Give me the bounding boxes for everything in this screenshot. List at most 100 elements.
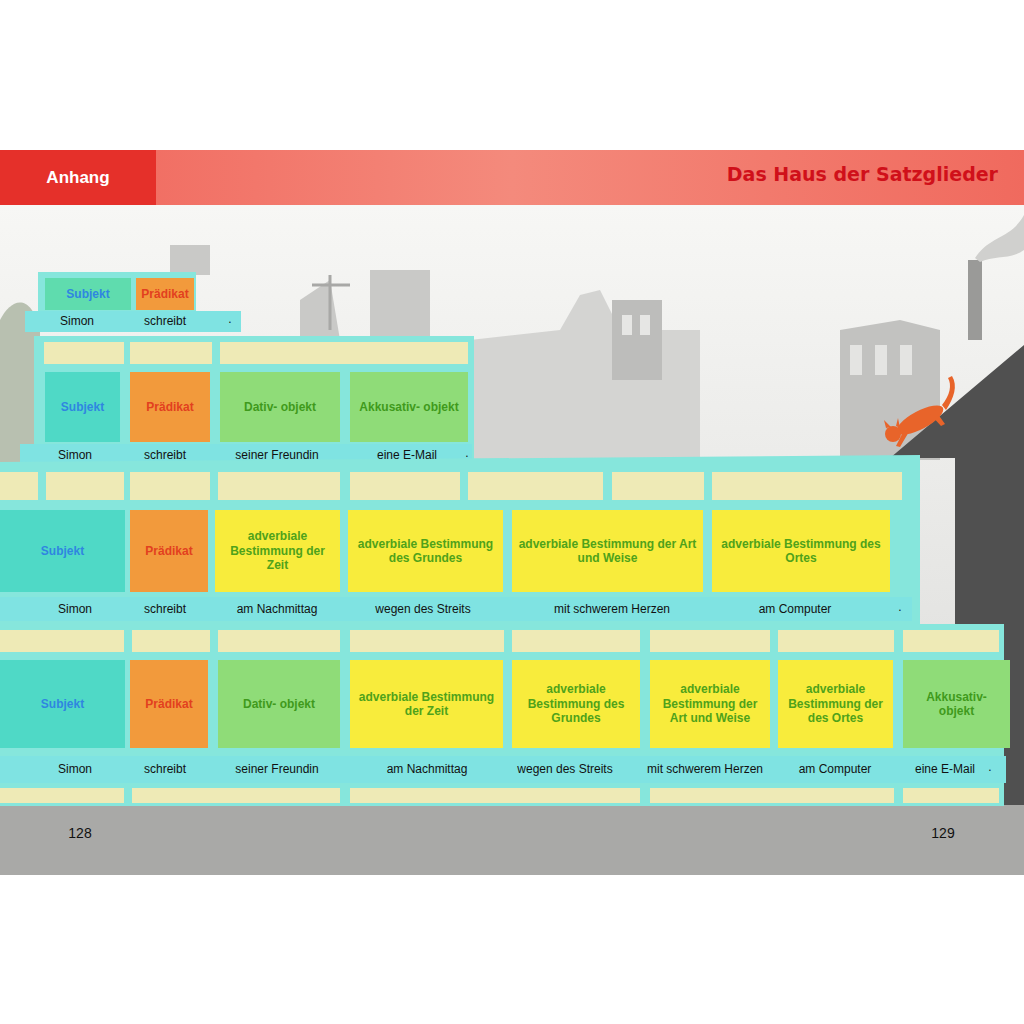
ruin-window	[622, 315, 632, 335]
sentence-word: am Computer	[759, 602, 832, 616]
brick	[650, 630, 770, 652]
satzglied-box: Prädikat	[130, 372, 210, 442]
ruin	[370, 270, 430, 340]
brick	[778, 630, 894, 652]
mortar	[0, 455, 920, 624]
page-number: 128	[68, 825, 91, 841]
satzglied-box: adverbiale Bestimmung der des Ortes	[778, 660, 893, 748]
satzglied-box: Dativ- objekt	[220, 372, 340, 442]
satzglied-name: Prädikat	[145, 697, 192, 711]
sentence-word: mit schwerem Herzen	[647, 762, 763, 776]
header-tab	[0, 150, 156, 205]
brick	[650, 788, 894, 803]
brick	[350, 472, 460, 500]
satzglied-box: Subjekt	[45, 372, 120, 442]
sentence-word: am Nachmittag	[237, 602, 318, 616]
brick	[46, 472, 124, 500]
satzglied-box: adverbiale Bestimmung des Grundes	[512, 660, 640, 748]
satzglied-box: adverbiale Bestimmung der Art und Weise	[650, 660, 770, 748]
satzglied-name: Akkusativ- objekt	[907, 690, 1006, 719]
satzglied-name: adverbiale Bestimmung des Grundes	[516, 682, 636, 725]
sentence-word: am Computer	[799, 762, 872, 776]
sentence-word: mit schwerem Herzen	[554, 602, 670, 616]
sentence-word: schreibt	[144, 448, 186, 462]
satzglied-name: Subjekt	[41, 544, 84, 558]
sentence-word: Simon	[58, 762, 92, 776]
satzglied-box: Prädikat	[136, 278, 194, 310]
ruin-window	[875, 345, 887, 375]
sentence-word: seiner Freundin	[235, 448, 318, 462]
ruin	[470, 290, 700, 460]
header-band	[0, 150, 1024, 205]
satzglied-name: Prädikat	[145, 544, 192, 558]
satzglied-box: adverbiale Bestimmung des Grundes	[348, 510, 503, 592]
sentence-word: schreibt	[144, 314, 186, 328]
section-tab: Anhang	[46, 168, 109, 188]
satzglied-name: Dativ- objekt	[243, 697, 315, 711]
satzglied-name: Akkusativ- objekt	[359, 400, 458, 414]
brick	[903, 788, 999, 803]
brick	[712, 472, 902, 500]
sentence-word: .	[228, 312, 231, 326]
sentence-word: seiner Freundin	[235, 762, 318, 776]
word-strip	[25, 311, 241, 332]
sentence-word: eine E-Mail	[915, 762, 975, 776]
sentence-word: Simon	[58, 448, 92, 462]
satzglied-box: Prädikat	[130, 510, 208, 592]
satzglied-name: Subjekt	[66, 287, 109, 301]
brick	[903, 630, 999, 652]
brick	[0, 788, 124, 803]
ruin-window	[900, 345, 912, 375]
sentence-word: eine E-Mail	[377, 448, 437, 462]
cat-ears	[884, 418, 900, 428]
satzglied-name: adverbiale Bestimmung des Grundes	[352, 537, 499, 566]
brick	[350, 788, 640, 803]
brick	[130, 472, 210, 500]
smoke	[975, 215, 1024, 262]
brick	[218, 630, 340, 652]
ruin-window	[850, 345, 862, 375]
sky	[0, 205, 1024, 810]
brick	[468, 472, 603, 500]
satzglied-name: adverbiale Bestimmung der Art und Weise	[654, 682, 766, 725]
cat-head	[885, 426, 901, 442]
page-title: Das Haus der Satzglieder	[727, 163, 998, 185]
satzglied-box: Subjekt	[0, 510, 125, 592]
sentence-word: schreibt	[144, 762, 186, 776]
satzglied-name: Subjekt	[61, 400, 104, 414]
word-strip	[0, 597, 912, 621]
sentence-word: wegen des Streits	[517, 762, 612, 776]
cat-tail	[942, 376, 955, 410]
satzglied-name: adverbiale Bestimmung der Zeit	[219, 529, 336, 572]
brick	[0, 630, 124, 652]
sentence-word: Simon	[58, 602, 92, 616]
chimney	[968, 260, 982, 340]
satzglied-name: Prädikat	[146, 400, 193, 414]
brick	[218, 472, 340, 500]
satzglied-name: adverbiale Bestimmung der Zeit	[354, 690, 499, 719]
brick	[350, 630, 504, 652]
satzglied-name: Subjekt	[41, 697, 84, 711]
mortar	[38, 272, 196, 314]
word-strip	[0, 756, 1006, 783]
satzglied-box: Akkusativ- objekt	[903, 660, 1010, 748]
satzglied-name: Prädikat	[141, 287, 188, 301]
sentence-word: wegen des Streits	[375, 602, 470, 616]
cat-legs	[896, 410, 945, 447]
sentence-word: Simon	[60, 314, 94, 328]
ground	[0, 805, 1024, 875]
satzglied-name: Dativ- objekt	[244, 400, 316, 414]
page-number: 129	[931, 825, 954, 841]
ruin	[612, 300, 662, 380]
cat	[884, 376, 955, 447]
brick	[0, 472, 38, 500]
bricks	[0, 472, 902, 500]
satzglied-box: Subjekt	[45, 278, 131, 310]
sentence-word: .	[898, 600, 901, 614]
satzglied-box: adverbiale Bestimmung des Ortes	[712, 510, 890, 592]
ruin-window	[640, 315, 650, 335]
ruin	[170, 245, 210, 275]
sentence-word: schreibt	[144, 602, 186, 616]
